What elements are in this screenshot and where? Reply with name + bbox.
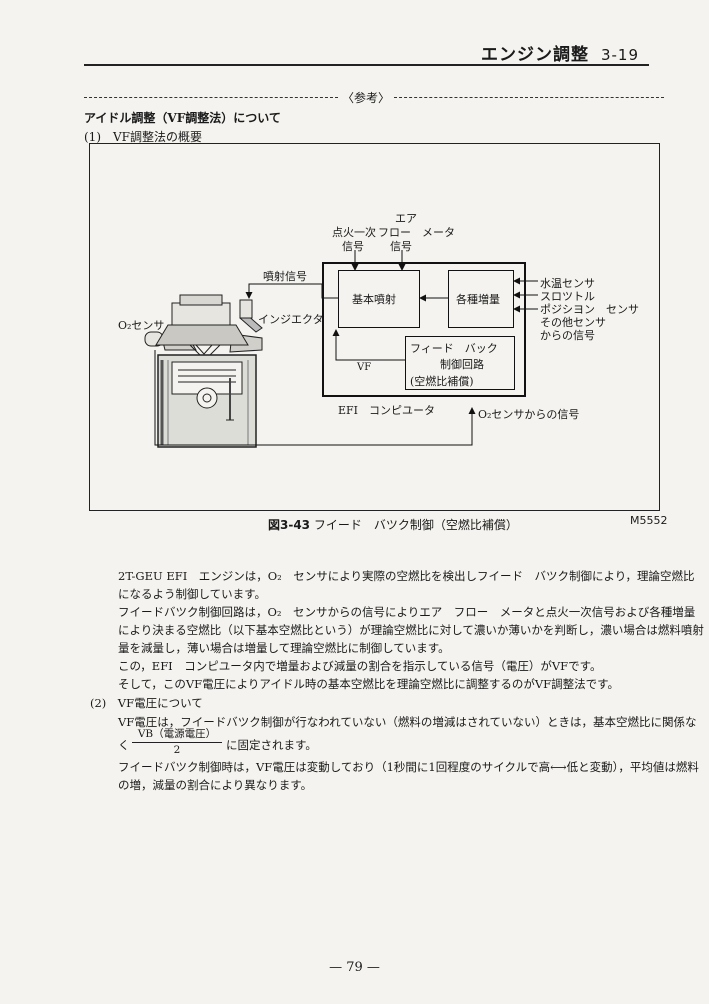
sensor-label-1: 水温センサ: [540, 277, 595, 290]
figure-number: 図3-43: [268, 518, 311, 532]
paragraph-4: そして，このVF電圧によりアイドル時の基本空燃比を理論空燃比に調整するのがVF調…: [118, 677, 619, 691]
feedback-label-2: 制御回路: [440, 358, 484, 371]
dashed-rule-left: [84, 97, 338, 98]
signal-lines: [154, 250, 538, 446]
basic-injection-label: 基本噴射: [352, 293, 396, 306]
paragraph-2-line-3: 量を減量し，薄い場合は増量して理論空燃比に制御しています。: [118, 641, 450, 655]
ignition-label-1: 点火一次: [332, 226, 376, 239]
header-page-ref: 3-19: [600, 46, 639, 64]
injection-signal-label: 噴射信号: [263, 270, 307, 283]
page-number: — 79 —: [329, 960, 380, 975]
feedback-circuit-block: [405, 336, 515, 390]
paragraph-6-suffix: に固定されます。: [226, 738, 317, 752]
header-rule: [84, 64, 649, 66]
paragraph-3: この，EFI コンピユータ内で増量および減量の割合を指示している信号（電圧）がV…: [118, 659, 602, 673]
efi-computer-label: EFI コンピユータ: [338, 404, 436, 417]
injector-label: インジエクタ: [258, 313, 324, 326]
paragraph-6-prefix: く: [118, 738, 130, 752]
reference-label: 〈参考〉: [342, 91, 391, 105]
figure-caption-text: フイード バツク制御（空燃比補償）: [313, 518, 518, 532]
paragraph-7-line-2: の増，減量の割合により異なります。: [118, 778, 313, 792]
increase-label: 各種増量: [456, 293, 500, 306]
air-flow-label-2: フロー メータ: [378, 226, 455, 239]
ignition-label-2: 信号: [342, 240, 364, 253]
paragraph-1-line-1: 2T-GEU EFI エンジンは，O₂ センサにより実際の空燃比を検出しフイード…: [118, 569, 695, 583]
air-flow-label-3: 信号: [390, 240, 412, 253]
dashed-rule-right: [394, 97, 664, 98]
figure-frame: [89, 143, 660, 511]
figure-caption: 図3-43 フイード バツク制御（空燃比補償）: [268, 516, 518, 533]
o2-signal-label: O₂センサからの信号: [478, 408, 580, 421]
basic-injection-block: [338, 270, 420, 328]
page-header-title: エンジン調整 3-19: [481, 40, 639, 65]
sensor-label-4: その他センサ: [540, 316, 606, 329]
efi-computer-box: [322, 262, 526, 397]
subsection-1-title: (1) VF調整法の概要: [84, 130, 202, 144]
fraction-numerator: VB（電源電圧）: [132, 727, 222, 743]
section-title: アイドル調整（VF調整法）について: [84, 111, 281, 125]
figure-code: M5552: [630, 514, 668, 527]
feedback-label-1: フィード バック: [410, 342, 498, 355]
subsection-2-title: (2) VF電圧について: [90, 696, 203, 710]
fraction-denominator: 2: [173, 744, 181, 756]
air-flow-label-1: エア: [395, 212, 417, 225]
header-title-text: エンジン調整: [480, 45, 589, 65]
paragraph-2-line-2: により決まる空燃比（以下基本空燃比という）が理論空燃比に対して濃いか薄いかを判断…: [118, 623, 704, 637]
vf-label: VF: [357, 362, 372, 373]
feedback-label-3: (空燃比補償): [410, 375, 474, 388]
paragraph-5: VF電圧は，フイードバツク制御が行なわれていない（燃料の増減はされていない）とき…: [118, 715, 697, 729]
o2-sensor-label: O₂センサ: [118, 319, 165, 332]
paragraph-1-line-2: になるよう制御しています。: [118, 587, 267, 601]
paragraph-2-line-1: フイードバツク制御回路は，O₂ センサからの信号によりエア フロー メータと点火…: [118, 605, 696, 619]
sensor-label-5: からの信号: [540, 329, 595, 342]
sensor-label-2: スロツトル: [540, 290, 595, 303]
increase-block: [448, 270, 514, 328]
engine-illustration: [144, 294, 263, 448]
sensor-label-3: ポジシヨン センサ: [540, 303, 639, 316]
paragraph-7-line-1: フイードバツク制御時は，VF電圧は変動しており（1秒間に1回程度のサイクルで高⟷…: [118, 760, 699, 774]
